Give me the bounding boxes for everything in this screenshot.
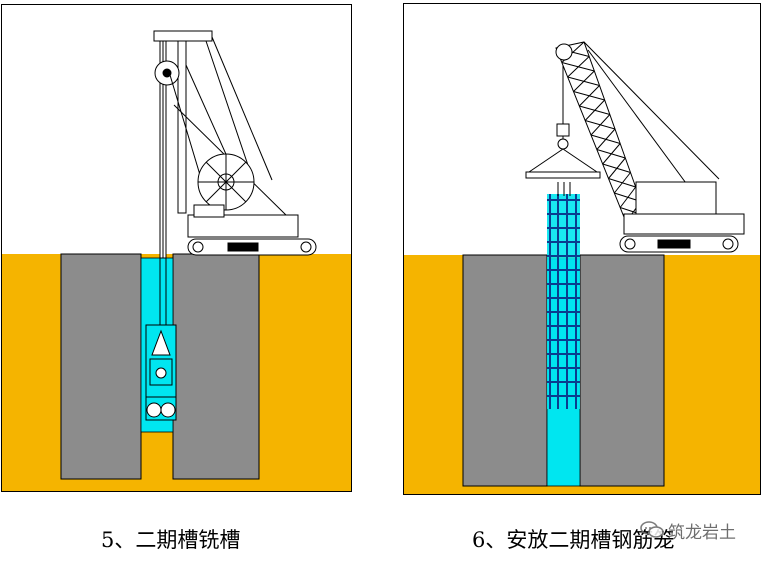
cutter-head bbox=[145, 258, 177, 421]
chat-bubbles-icon bbox=[640, 521, 664, 538]
panel-cage-placement bbox=[403, 3, 761, 495]
caption-step-6: 6、安放二期槽钢筋笼 bbox=[472, 528, 675, 552]
panel-trench-milling bbox=[1, 4, 352, 492]
cage-placement-diagram bbox=[404, 41, 760, 494]
trench-milling-diagram bbox=[2, 30, 351, 491]
watermark-text: 筑龙岩土 bbox=[668, 522, 736, 543]
primary-wall-right bbox=[172, 253, 260, 480]
hydromill-rig bbox=[153, 30, 317, 259]
watermark: 筑龙岩土 bbox=[640, 517, 736, 543]
primary-wall-right bbox=[579, 254, 665, 487]
primary-wall-left bbox=[462, 254, 548, 487]
primary-wall-left bbox=[60, 253, 142, 480]
reinforcement-cage bbox=[547, 182, 580, 409]
crawler-crane bbox=[555, 41, 745, 253]
caption-step-5: 5、二期槽铣槽 bbox=[101, 528, 241, 552]
